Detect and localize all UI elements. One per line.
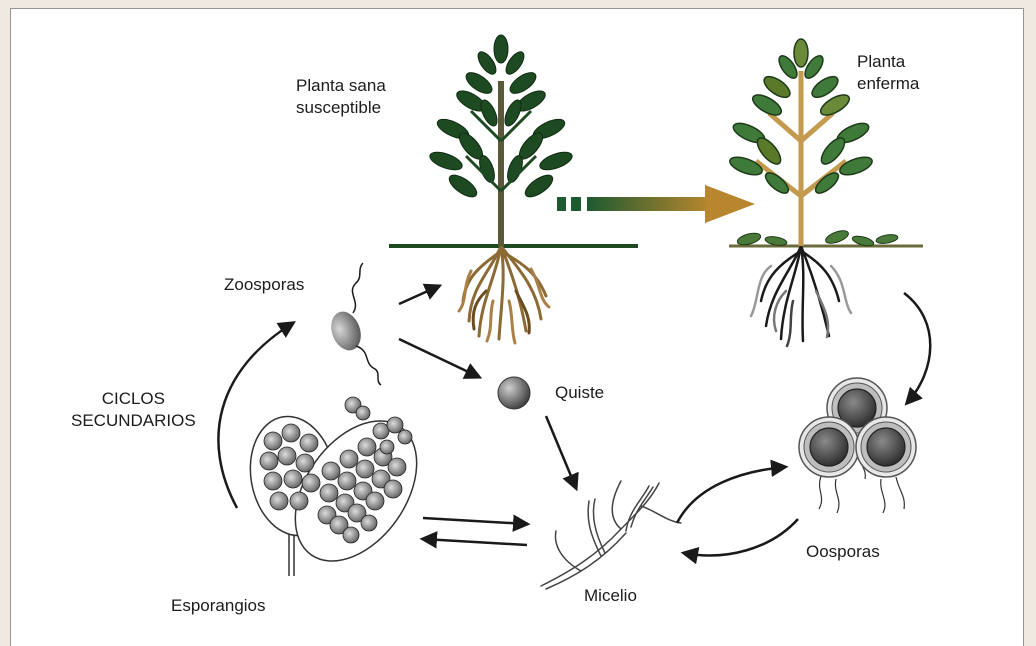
- label-healthy-plant: Planta sana susceptible: [296, 75, 386, 119]
- cyst: [498, 377, 530, 409]
- progression-arrow: [557, 185, 755, 223]
- oospores: [799, 378, 916, 513]
- mycelium: [541, 481, 681, 589]
- label-secondary-cycles-line2: SECUNDARIOS: [71, 410, 196, 432]
- label-zoospores: Zoosporas: [224, 274, 304, 296]
- label-healthy-plant-line2: susceptible: [296, 97, 386, 119]
- diagram-frame: Planta sana susceptible Planta enferma Z…: [10, 8, 1024, 646]
- label-healthy-plant-line1: Planta sana: [296, 75, 386, 97]
- sick-roots: [751, 246, 851, 346]
- arrow-zoospore-to-plant: [399, 286, 439, 304]
- label-mycelium: Micelio: [584, 585, 637, 607]
- label-sick-plant: Planta enferma: [857, 51, 919, 95]
- sporangia: [241, 397, 441, 584]
- label-cyst: Quiste: [555, 382, 604, 404]
- healthy-plant: [389, 35, 638, 343]
- arrow-sick-plant-to-oospores: [904, 293, 930, 403]
- arrow-mycelium-to-oospores: [677, 467, 785, 523]
- label-sick-plant-line2: enferma: [857, 73, 919, 95]
- arrow-zoospore-to-cyst: [399, 339, 479, 377]
- label-sporangia: Esporangios: [171, 595, 266, 617]
- label-sick-plant-line1: Planta: [857, 51, 919, 73]
- arrow-cyst-to-mycelium: [546, 416, 576, 488]
- arrow-oospores-to-mycelium: [684, 519, 798, 555]
- arrow-sporangia-to-mycelium: [423, 518, 527, 524]
- label-secondary-cycles: CICLOS SECUNDARIOS: [71, 388, 196, 432]
- zoospore: [326, 263, 381, 385]
- label-oospores: Oosporas: [806, 541, 880, 563]
- label-secondary-cycles-line1: CICLOS: [71, 388, 196, 410]
- healthy-roots: [459, 246, 549, 343]
- arrow-mycelium-to-sporangia: [423, 539, 527, 545]
